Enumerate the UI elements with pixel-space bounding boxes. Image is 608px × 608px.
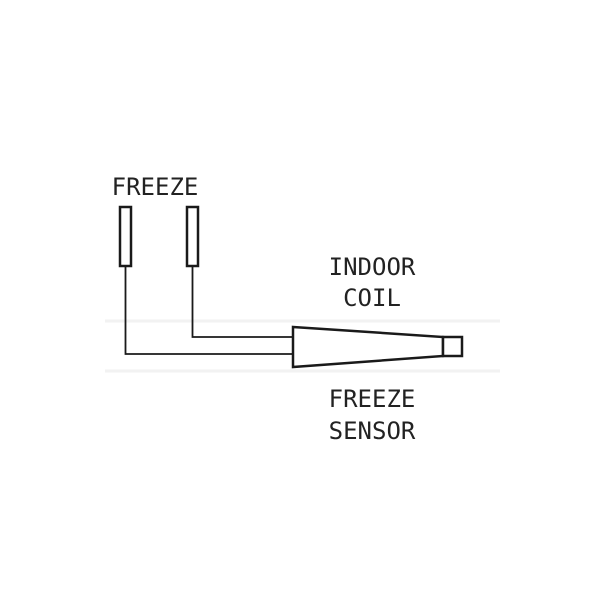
terminal-right xyxy=(185,205,200,268)
watermark-lines xyxy=(105,319,500,373)
terminal-label: FREEZE xyxy=(112,173,199,201)
sensor-label-line1: FREEZE xyxy=(329,385,416,413)
sensor-label-line2: SENSOR xyxy=(329,417,416,445)
coil-label-line2: COIL xyxy=(343,284,401,312)
wire-left xyxy=(124,266,293,355)
terminal-left xyxy=(118,205,133,268)
freeze-sensor-body xyxy=(291,325,445,369)
wire-right xyxy=(191,266,293,338)
coil-label-line1: INDOOR xyxy=(329,253,416,281)
freeze-sensor-tip xyxy=(441,335,464,358)
